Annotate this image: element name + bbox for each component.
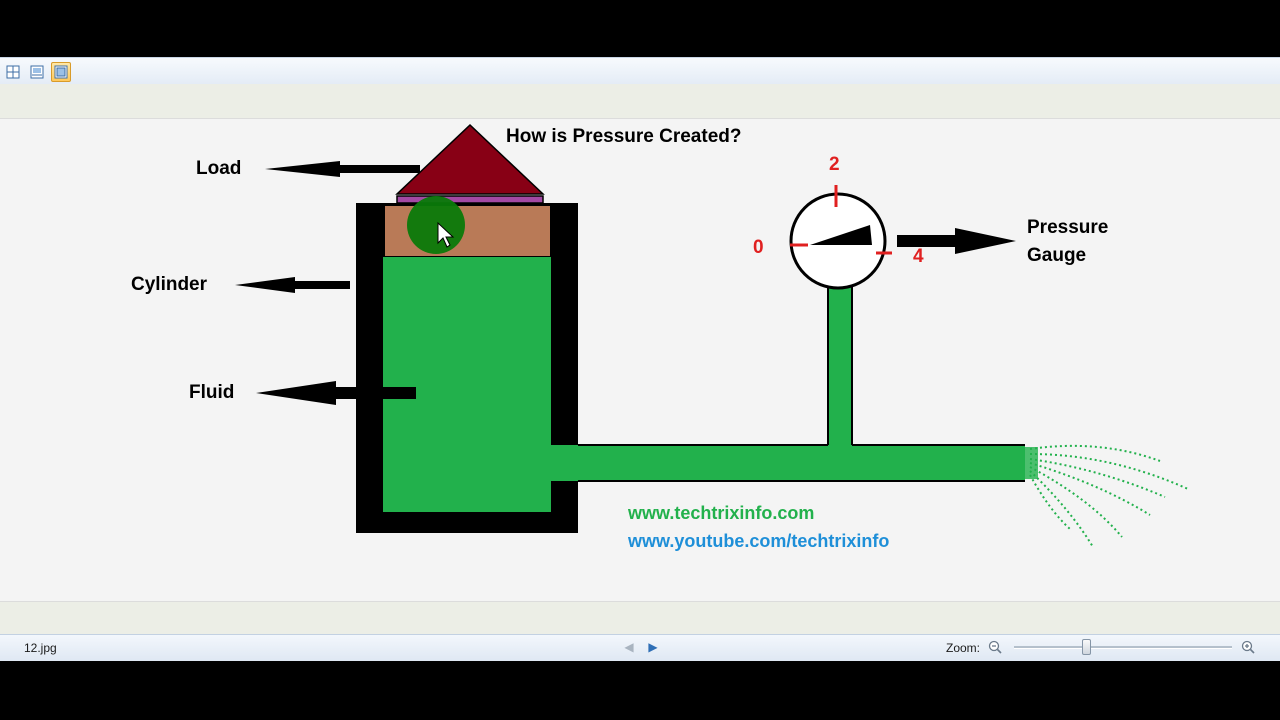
gauge-needle xyxy=(810,225,872,245)
fluid xyxy=(383,257,551,512)
load-plate xyxy=(396,195,544,204)
grid-view-icon[interactable] xyxy=(3,62,23,82)
pressure-diagram xyxy=(235,123,1189,548)
water-spray xyxy=(1029,444,1189,548)
cursor-highlight xyxy=(407,196,465,254)
label-fluid: Fluid xyxy=(189,382,235,403)
zoom-slider[interactable] xyxy=(1014,646,1232,649)
gauge-tick-4: 4 xyxy=(913,246,924,267)
mouse-cursor-icon xyxy=(437,221,455,248)
filmstrip-view-icon[interactable] xyxy=(27,62,47,82)
diagram-title: How is Pressure Created? xyxy=(506,126,742,147)
label-load: Load xyxy=(196,158,242,179)
toolbar xyxy=(0,57,1280,85)
cylinder-arrow xyxy=(235,277,350,293)
arrow-left-icon[interactable]: ◀ xyxy=(624,640,634,654)
load-arrow xyxy=(265,161,420,177)
gauge-tick-0: 0 xyxy=(753,237,764,258)
label-gauge: Gauge xyxy=(1027,245,1087,266)
label-cylinder: Cylinder xyxy=(131,274,208,295)
image-canvas: How is Pressure Created? Load Cylinder F… xyxy=(0,118,1280,602)
image-viewer: How is Pressure Created? Load Cylinder F… xyxy=(0,84,1280,634)
arrow-right-icon[interactable]: ▶ xyxy=(648,640,658,654)
horizontal-pipe xyxy=(550,445,1025,481)
load-weight xyxy=(395,123,545,195)
preview-view-icon[interactable] xyxy=(51,62,71,82)
website-url: www.techtrixinfo.com xyxy=(628,503,815,523)
status-bar: 12.jpg ◀ ▶ Zoom: xyxy=(0,634,1280,661)
vertical-pipe xyxy=(828,279,852,447)
file-name: 12.jpg xyxy=(24,641,57,655)
zoom-out-icon[interactable] xyxy=(988,640,1002,654)
zoom-label: Zoom: xyxy=(946,641,981,655)
gauge-tick-2: 2 xyxy=(829,154,840,175)
fluid-arrow xyxy=(256,381,416,405)
youtube-url: www.youtube.com/techtrixinfo xyxy=(628,531,890,551)
zoom-in-icon[interactable] xyxy=(1241,640,1255,654)
gauge-arrow xyxy=(897,228,1016,254)
zoom-slider-thumb[interactable] xyxy=(1082,639,1091,655)
label-pressure: Pressure xyxy=(1027,217,1109,238)
